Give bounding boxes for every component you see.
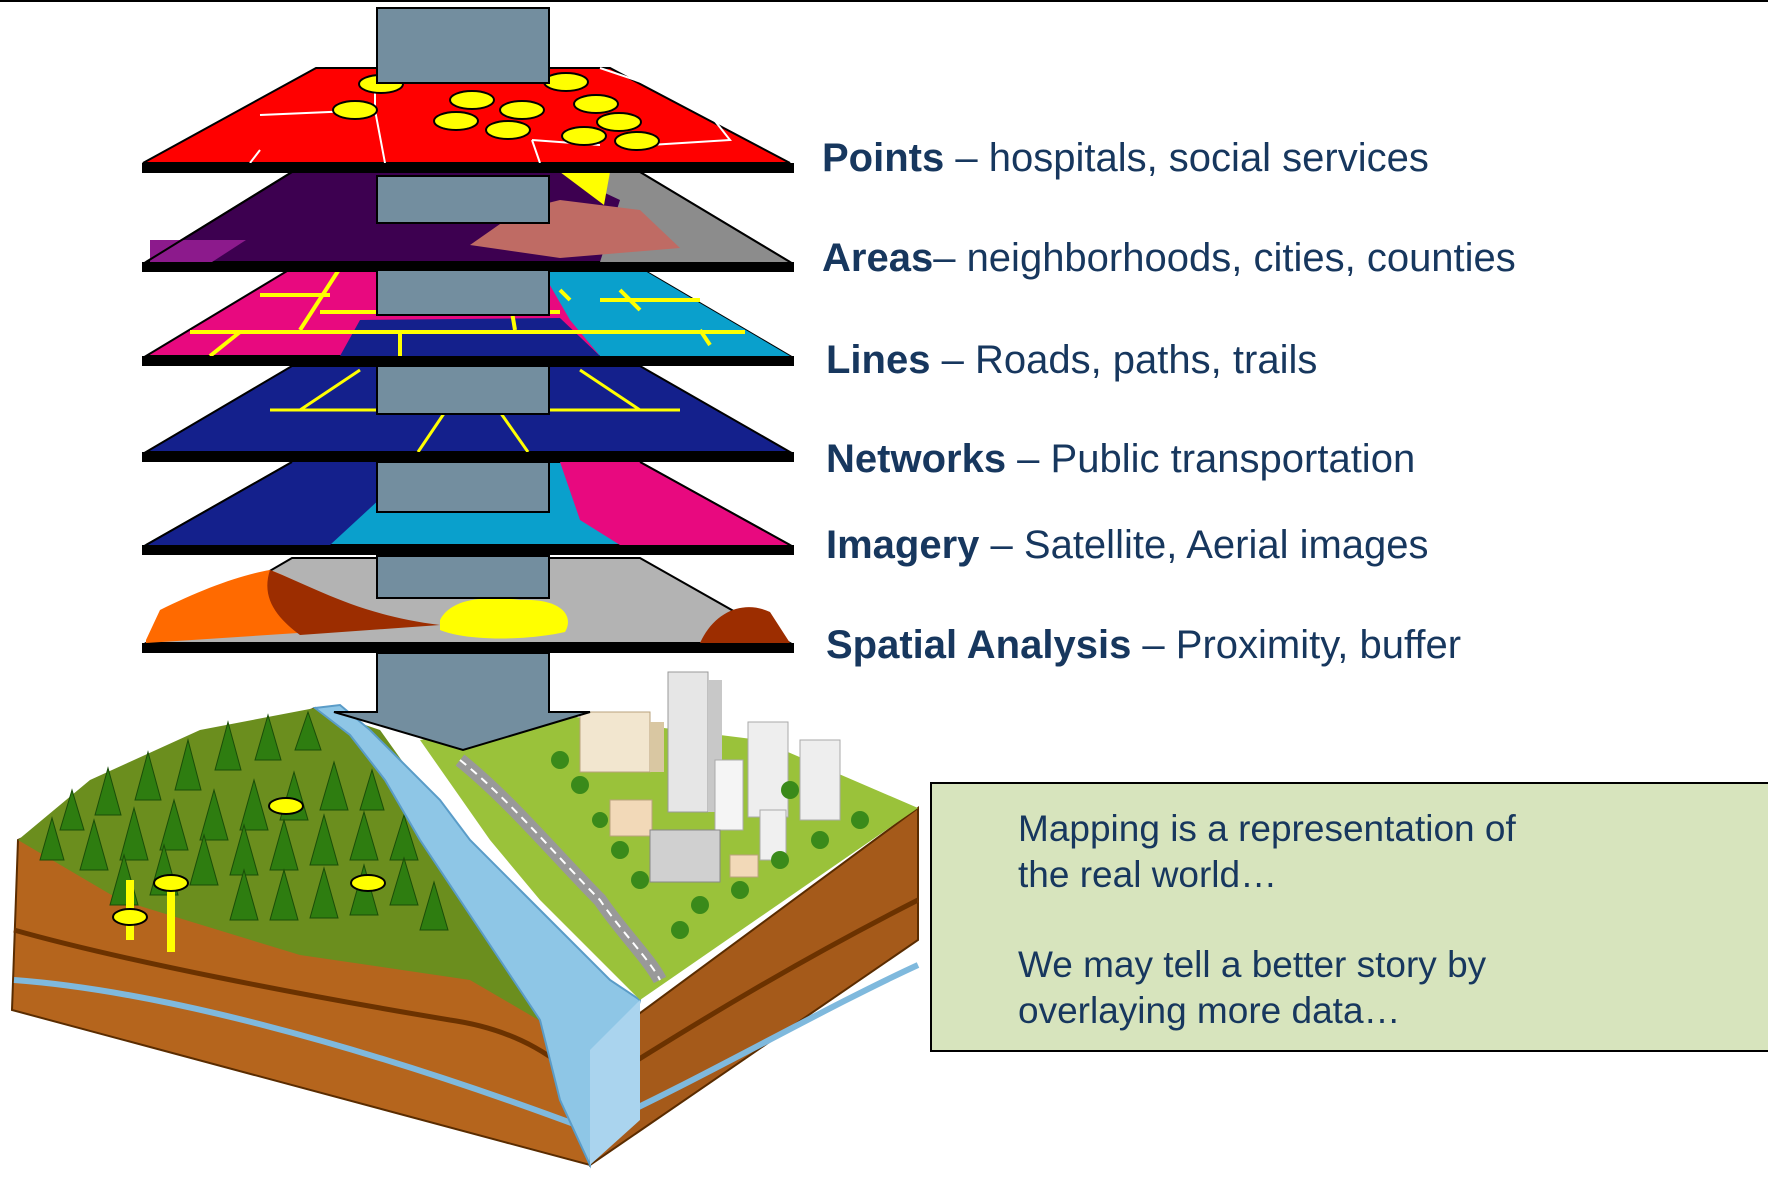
forest-trees <box>39 710 449 931</box>
legend-points-term: Points <box>822 136 945 180</box>
note-line-3: We may tell a better story by <box>1018 944 1487 985</box>
city-trees <box>551 751 869 939</box>
spatial-analysis-layer <box>142 557 794 653</box>
river-cliff <box>590 1000 640 1165</box>
real-world-landscape <box>10 671 920 1169</box>
legend-lines-term: Lines <box>826 338 931 382</box>
legend-spatial-analysis: Spatial Analysis – Proximity, buffer <box>826 623 1461 668</box>
note-box: Mapping is a representation of the real … <box>930 782 1768 1052</box>
points-layer <box>142 67 794 173</box>
highway-centerline <box>459 759 661 981</box>
legend-spatial-analysis-term: Spatial Analysis <box>826 623 1132 667</box>
underground-stream <box>13 962 920 1134</box>
legend-lines: Lines – Roads, paths, trails <box>826 338 1317 383</box>
well-markers <box>112 797 386 952</box>
legend-imagery-term: Imagery <box>826 523 980 567</box>
legend-imagery: Imagery – Satellite, Aerial images <box>826 523 1429 568</box>
legend-areas-term: Areas <box>822 236 934 280</box>
legend-networks: Networks – Public transportation <box>826 437 1415 482</box>
legend-networks-desc: – Public transportation <box>1006 437 1416 481</box>
note-line-2: the real world… <box>1018 854 1278 895</box>
legend-networks-term: Networks <box>826 437 1007 481</box>
legend-lines-desc: – Roads, paths, trails <box>930 338 1318 382</box>
legend-areas: Areas– neighborhoods, cities, counties <box>822 236 1516 281</box>
legend-points: Points – hospitals, social services <box>822 136 1429 181</box>
legend-spatial-analysis-desc: – Proximity, buffer <box>1131 623 1462 667</box>
city-buildings <box>579 671 841 883</box>
legend-imagery-desc: – Satellite, Aerial images <box>979 523 1429 567</box>
note-line-4: overlaying more data… <box>1018 990 1401 1031</box>
forest-hill <box>18 708 590 1050</box>
downward-arrow <box>333 7 591 752</box>
legend-areas-desc: – neighborhoods, cities, counties <box>933 236 1516 280</box>
note-line-1: Mapping is a representation of <box>1018 808 1516 849</box>
layer-legend: Points – hospitals, social services Area… <box>822 0 1722 700</box>
legend-points-desc: – hospitals, social services <box>944 136 1429 180</box>
